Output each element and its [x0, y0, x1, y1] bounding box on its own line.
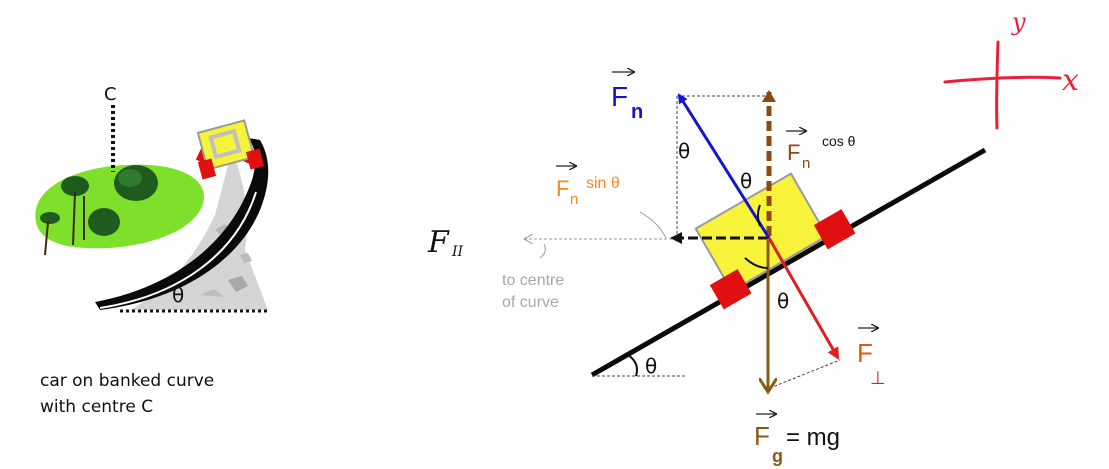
normal-force-label: F n: [611, 72, 643, 123]
svg-text:sin θ: sin θ: [586, 175, 620, 192]
bank-angle-label: θ: [172, 283, 184, 307]
embankment: [130, 150, 268, 310]
gravity-force-label: F g = mg: [754, 414, 840, 466]
svg-text:F: F: [556, 176, 569, 201]
handwritten-axes: y x: [943, 8, 1079, 130]
car-block: [694, 172, 856, 310]
svg-text:n: n: [631, 101, 643, 123]
svg-text:F: F: [787, 140, 800, 165]
to-centre-line1: to centre: [502, 272, 564, 289]
handwritten-parallel-note: F II: [427, 225, 464, 260]
fn-sin-label: F n sin θ: [556, 166, 620, 208]
svg-text:⊥: ⊥: [870, 368, 886, 389]
caption-line1: car on banked curve: [40, 371, 215, 391]
incline-theta: θ: [645, 354, 657, 378]
center-label: C: [104, 84, 117, 105]
banked-curve-illustration: C θ: [35, 84, 269, 313]
force-diagram: θ θ θ θ F: [427, 8, 1079, 466]
theta-normal: θ: [678, 139, 690, 163]
perpendicular-force-vector: [767, 237, 840, 360]
svg-text:cos θ: cos θ: [822, 133, 856, 149]
axis-x-label: x: [1062, 63, 1079, 98]
normal-force-vector: [677, 93, 771, 239]
to-centre-line2: of curve: [502, 294, 559, 311]
incline: [590, 147, 987, 378]
axis-y-label: y: [1011, 8, 1026, 36]
theta-gravity: θ: [777, 289, 789, 313]
svg-text:F: F: [611, 81, 628, 112]
svg-text:n: n: [570, 191, 578, 208]
trees: [40, 165, 158, 256]
banked-road: [95, 138, 269, 310]
svg-text:n: n: [802, 155, 810, 172]
svg-text:F: F: [427, 225, 450, 260]
svg-text:= mg: = mg: [786, 424, 840, 451]
svg-text:g: g: [772, 446, 783, 466]
svg-text:F: F: [754, 421, 770, 451]
caption-line2: with centre C: [40, 397, 154, 417]
svg-text:F: F: [857, 338, 873, 368]
left-caption: car on banked curve with centre C: [40, 368, 214, 420]
fn-cos-label: F n cos θ: [786, 131, 856, 172]
incline-angle-arc: [627, 354, 638, 377]
perpendicular-force-label: F ⊥: [857, 328, 886, 389]
theta-car: θ: [740, 169, 752, 193]
small-car: [195, 119, 265, 180]
svg-text:II: II: [451, 244, 464, 260]
